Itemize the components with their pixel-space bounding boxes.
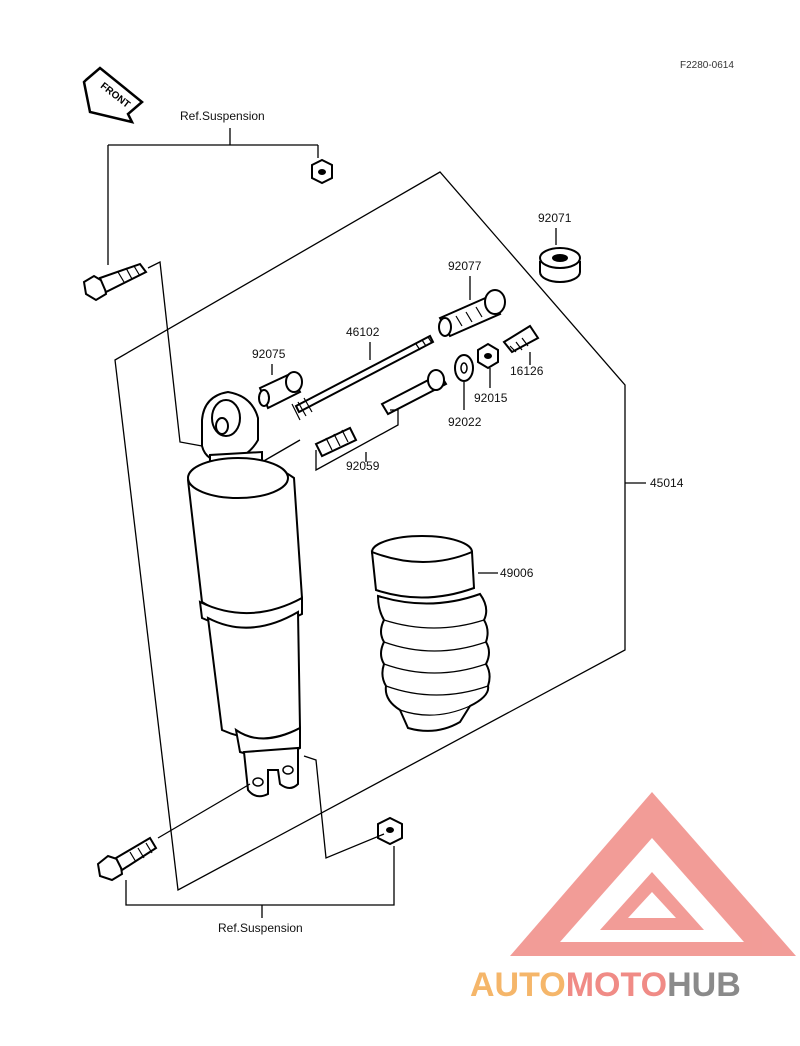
automotohub-logo-icon xyxy=(510,792,796,956)
front-arrow-icon: FRONT xyxy=(82,66,144,124)
part-46102-label: 46102 xyxy=(346,325,380,339)
watermark-moto: MOTO xyxy=(566,966,667,1004)
part-92077-label: 92077 xyxy=(448,259,482,273)
top-nut xyxy=(311,158,333,185)
svg-text:AUTOMOTOHUB: AUTOMOTOHUB xyxy=(470,966,741,1004)
part-49006-boot xyxy=(370,535,491,732)
bottom-bolt xyxy=(96,836,158,882)
ref-suspension-top-label: Ref.Suspension xyxy=(180,109,265,123)
top-bolt xyxy=(82,262,148,302)
part-45014-label: 45014 xyxy=(650,476,684,490)
automotohub-watermark: AUTOMOTOHUB xyxy=(470,966,741,1004)
part-92059-label: 92059 xyxy=(346,459,380,473)
part-49006-label: 49006 xyxy=(500,566,534,580)
part-92022-washer xyxy=(454,354,474,382)
watermark-auto: AUTO xyxy=(470,966,566,1004)
bottom-nut xyxy=(377,816,403,846)
part-46102-rod xyxy=(291,334,435,421)
part-92015-label: 92015 xyxy=(474,391,508,405)
watermark-hub: HUB xyxy=(667,966,741,1004)
part-92059-bolt xyxy=(314,369,448,458)
ref-suspension-bottom-label: Ref.Suspension xyxy=(218,921,303,935)
shock-absorber-body xyxy=(186,390,304,798)
part-92015-nut xyxy=(477,342,499,370)
part-16126-label: 16126 xyxy=(510,364,544,378)
diagram-code: F2280-0614 xyxy=(680,60,734,71)
part-92071-bush xyxy=(539,247,581,283)
part-92075-label: 92075 xyxy=(252,347,286,361)
part-92077-collar xyxy=(438,289,506,338)
part-92075-collar xyxy=(258,371,303,410)
part-16126-fitting xyxy=(502,324,540,354)
part-92071-label: 92071 xyxy=(538,211,572,225)
part-92022-label: 92022 xyxy=(448,415,482,429)
